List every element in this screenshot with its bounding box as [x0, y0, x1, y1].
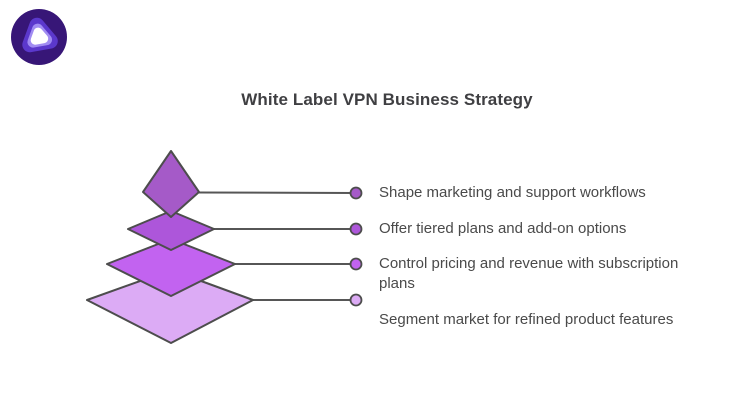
purevpn-logo-icon	[11, 9, 67, 65]
level-label-2: Offer tiered plans and add-on options	[379, 220, 627, 237]
connector-dot-2	[349, 222, 363, 236]
connector-dot-4	[349, 293, 363, 307]
page-title: White Label VPN Business Strategy	[241, 90, 533, 109]
connector-dot-1	[349, 186, 363, 200]
pyramid-level-3-shape	[106, 238, 236, 297]
level-label-4: Segment market for refined product featu…	[379, 311, 674, 328]
level-label-1: Shape marketing and support workflows	[379, 184, 646, 201]
pyramid-level-2-shape	[127, 210, 215, 251]
connector-lines	[196, 191, 357, 301]
connector-dot-3	[349, 257, 363, 271]
level-label-3: Control pricing and revenue with subscri…	[379, 255, 679, 292]
pyramid-level-1-shape	[142, 150, 200, 218]
connector-line-1	[196, 191, 357, 194]
connector-dots	[349, 186, 363, 307]
pyramid-levels	[86, 150, 254, 344]
logo-core-blob	[30, 27, 49, 45]
pyramid-level-4-shape	[86, 269, 254, 344]
